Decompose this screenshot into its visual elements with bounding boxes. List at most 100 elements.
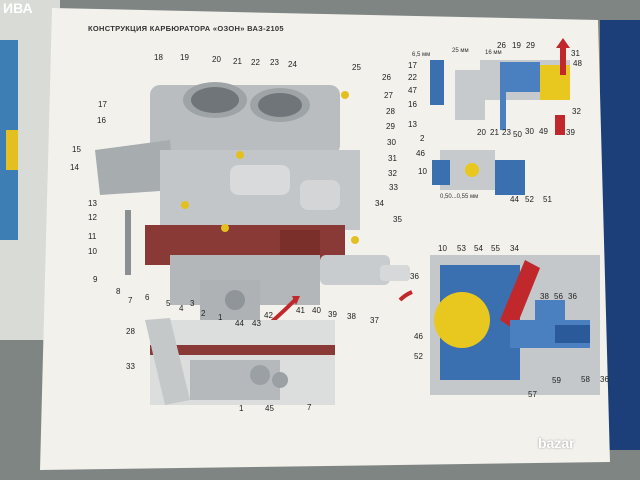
callout-40: 40 (312, 306, 321, 315)
tr-callout-32: 32 (572, 107, 581, 116)
callout-43: 43 (252, 319, 261, 328)
tr-callout-48: 48 (573, 59, 582, 68)
callout-34: 34 (375, 199, 384, 208)
tr-callout-21: 21 (490, 128, 499, 137)
callout-16: 16 (97, 116, 106, 125)
callout-33: 33 (389, 183, 398, 192)
dimension-25: 25 мм (452, 48, 469, 54)
callout-36: 36 (410, 272, 419, 281)
tr-callout-17: 17 (408, 61, 417, 70)
tr-callout-49: 49 (539, 127, 548, 136)
br-callout-55: 55 (491, 244, 500, 253)
br-callout-58: 59 (552, 376, 561, 385)
br-callout-36: 36 (600, 375, 609, 384)
callout-1: 1 (218, 313, 223, 322)
bottom-right-inset (430, 255, 600, 395)
callout-24: 24 (288, 60, 297, 69)
callout-12: 12 (88, 213, 97, 222)
callout-31: 31 (388, 154, 397, 163)
br-callout-53: 53 (457, 244, 466, 253)
tr-callout-47: 47 (408, 86, 417, 95)
watermark-top: ИВА (3, 0, 33, 16)
tr-callout-26: 26 (497, 41, 506, 50)
tr-callout-29: 29 (526, 41, 535, 50)
tr-callout-46: 46 (416, 149, 425, 158)
callout-3: 3 (190, 299, 195, 308)
callout-22: 22 (251, 58, 260, 67)
callout-32: 32 (388, 169, 397, 178)
br-callout-52: 52 (414, 352, 423, 361)
bottom-left-inset (145, 318, 335, 405)
callout-19: 19 (180, 53, 189, 62)
carburetor-main (95, 82, 410, 320)
callout-30: 30 (387, 138, 396, 147)
callout-29: 29 (386, 122, 395, 131)
callout-26: 26 (382, 73, 391, 82)
br-callout-56: 56 (554, 292, 563, 301)
callout-18: 18 (154, 53, 163, 62)
callout-15: 15 (72, 145, 81, 154)
br-callout-46: 46 (414, 332, 423, 341)
bl-callout-7: 7 (307, 403, 312, 412)
diagram-title: КОНСТРУКЦИЯ КАРБЮРАТОРА «ОЗОН» ВАЗ-2105 (88, 24, 284, 33)
bl-callout-45: 45 (265, 404, 274, 413)
callout-7: 7 (128, 296, 133, 305)
callout-14: 14 (70, 163, 79, 172)
tr-callout-51: 51 (543, 195, 552, 204)
br-callout-54: 54 (474, 244, 483, 253)
tr-callout-10: 10 (418, 167, 427, 176)
callout-28: 28 (386, 107, 395, 116)
callout-37: 37 (370, 316, 379, 325)
br-callout-38: 38 (540, 292, 549, 301)
callout-38: 38 (347, 312, 356, 321)
callout-10: 10 (88, 247, 97, 256)
callout-20: 20 (212, 55, 221, 64)
callout-8: 8 (116, 287, 121, 296)
tr-callout-50: 50 (513, 130, 522, 139)
tr-callout-30: 30 (525, 127, 534, 136)
br-callout-59: 57 (528, 390, 537, 399)
callout-42: 42 (264, 311, 273, 320)
callout-23: 23 (270, 58, 279, 67)
callout-11: 11 (88, 232, 97, 241)
dimension-gap: 0,50...0,55 мм (440, 194, 479, 200)
tr-callout-20: 20 (477, 128, 486, 137)
br-callout-34: 34 (510, 244, 519, 253)
br-callout-37: 36 (568, 292, 577, 301)
bl-callout-1: 1 (239, 404, 244, 413)
dimension-16: 16 мм (485, 50, 502, 56)
br-callout-57: 58 (581, 375, 590, 384)
callout-2: 2 (201, 309, 206, 318)
callout-13: 13 (88, 199, 97, 208)
tr-callout-22: 22 (408, 73, 417, 82)
tr-callout-13: 13 (408, 120, 417, 129)
callout-41: 41 (296, 306, 305, 315)
top-right-schematic (430, 38, 570, 195)
callout-6: 6 (145, 293, 150, 302)
tr-callout-16: 16 (408, 100, 417, 109)
watermark-bottom: bazar (538, 435, 575, 451)
br-callout-10: 10 (438, 244, 447, 253)
callout-35: 35 (393, 215, 402, 224)
callout-39: 39 (328, 310, 337, 319)
callout-5: 5 (166, 299, 171, 308)
callout-44: 44 (235, 319, 244, 328)
tr-callout-39: 39 (566, 128, 575, 137)
tr-callout-19: 19 (512, 41, 521, 50)
tr-callout-52: 52 (525, 195, 534, 204)
callout-27: 27 (384, 91, 393, 100)
callout-4: 4 (179, 304, 184, 313)
tr-callout-44: 44 (510, 195, 519, 204)
callout-17: 17 (98, 100, 107, 109)
callout-9: 9 (93, 275, 98, 284)
tr-callout-31: 31 (571, 49, 580, 58)
bl-callout-33: 33 (126, 362, 135, 371)
tr-callout-23: 23 (502, 128, 511, 137)
dimension-6-5: 6,5 мм (412, 52, 431, 58)
bl-callout-28: 28 (126, 327, 135, 336)
callout-21: 21 (233, 57, 242, 66)
callout-25: 25 (352, 63, 361, 72)
tr-callout-2: 2 (420, 134, 425, 143)
